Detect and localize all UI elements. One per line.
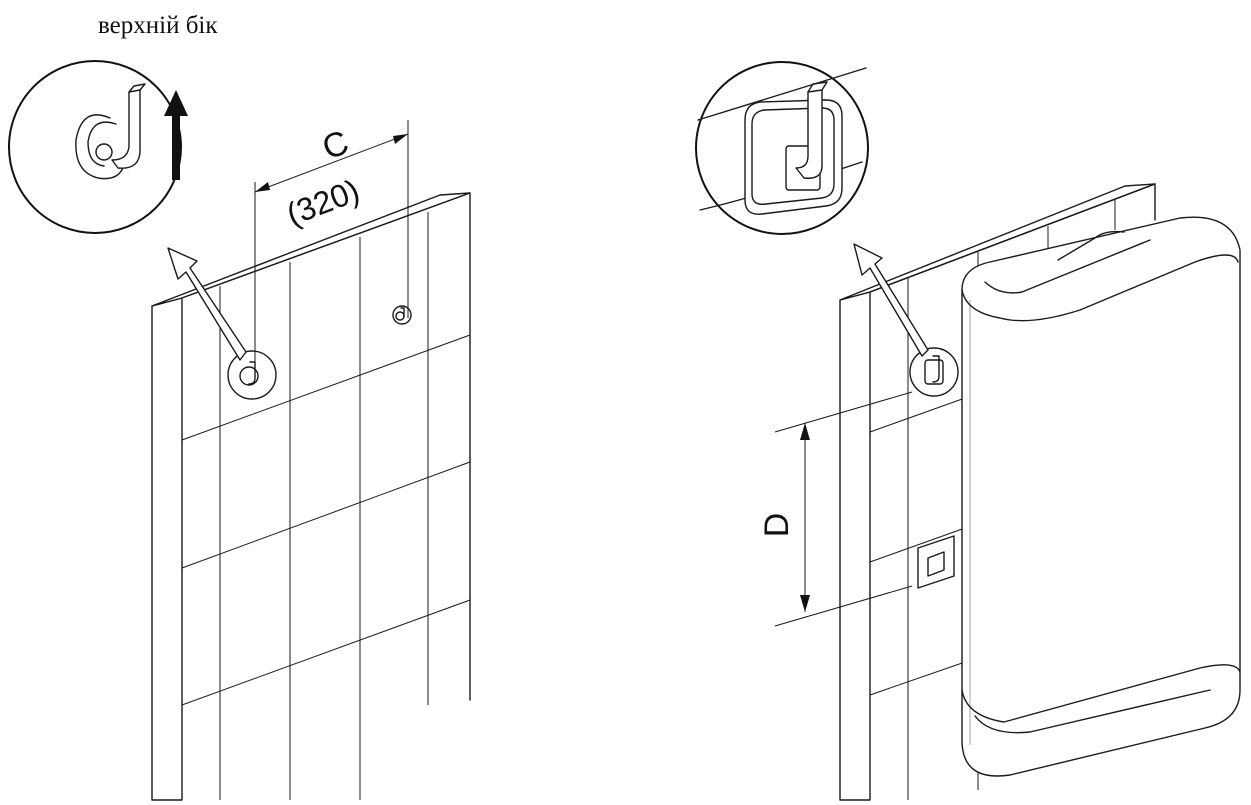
dimension-c-letter: C [317,123,354,167]
right-wall-panel [839,183,1156,801]
dimension-d: D [758,391,913,627]
dimension-d-letter: D [758,513,796,538]
wall-bracket-lower [917,535,955,589]
water-heater-tank [961,216,1241,777]
dimension-c-value: (320) [282,172,365,232]
wall-bracket-upper [909,347,959,397]
wall-hook-right [392,305,412,325]
zoom-pointer-arrow-left [167,247,247,361]
hook-detail-zoom-left [8,60,188,234]
zoom-pointer-arrow-right [853,243,929,357]
bracket-detail-zoom-right [695,61,869,235]
top-side-caption: верхній бік [98,12,218,39]
wall-hook-left [227,350,277,400]
